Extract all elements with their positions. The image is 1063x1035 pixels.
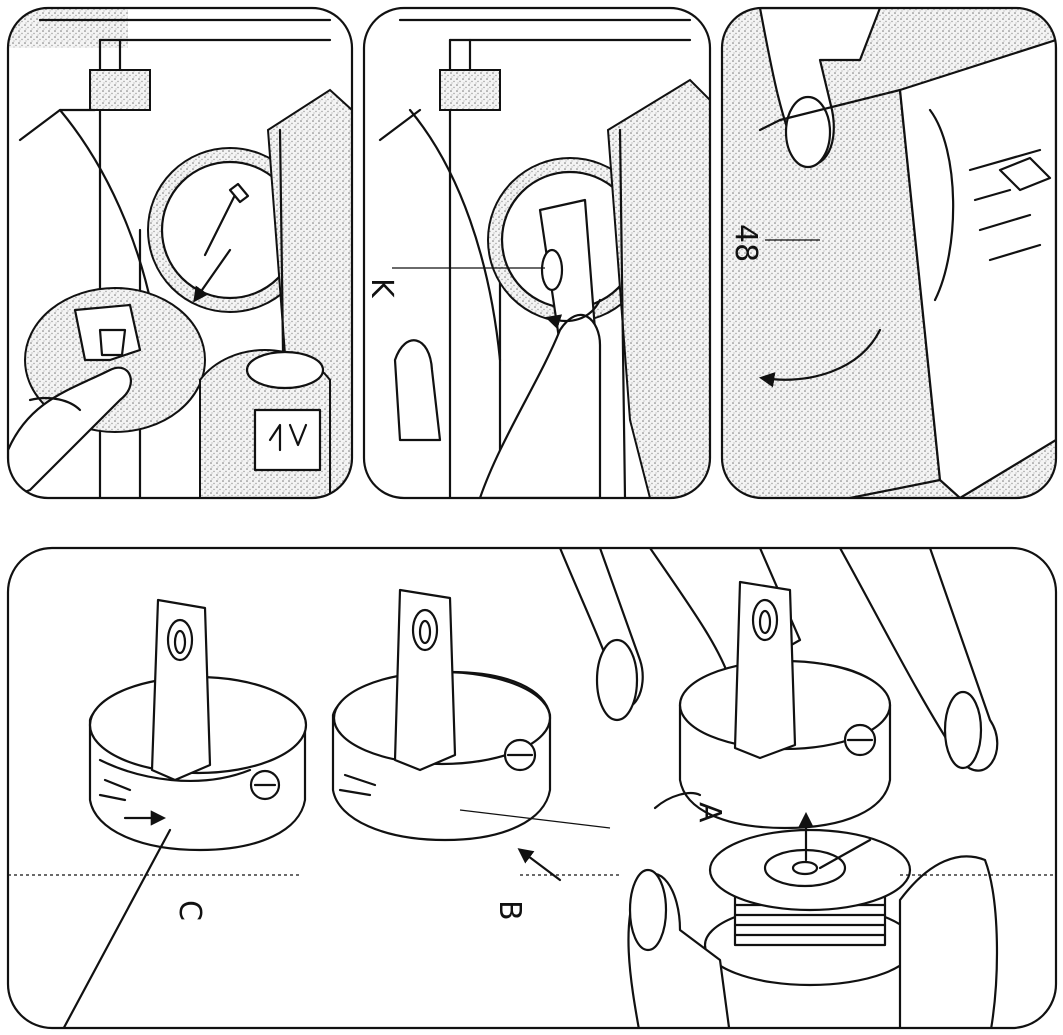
panel-remove-bobbin-case <box>8 8 352 500</box>
label-c: C <box>172 900 207 921</box>
panel-open-latch: K <box>364 8 710 498</box>
label-48: 48 <box>728 224 763 262</box>
label-a: A <box>692 802 727 823</box>
label-k: K <box>364 278 399 299</box>
label-b: B <box>492 900 527 921</box>
panel-insert-bobbin: A B C <box>8 548 1056 1035</box>
panel-close-cover: 48 <box>722 8 1056 498</box>
